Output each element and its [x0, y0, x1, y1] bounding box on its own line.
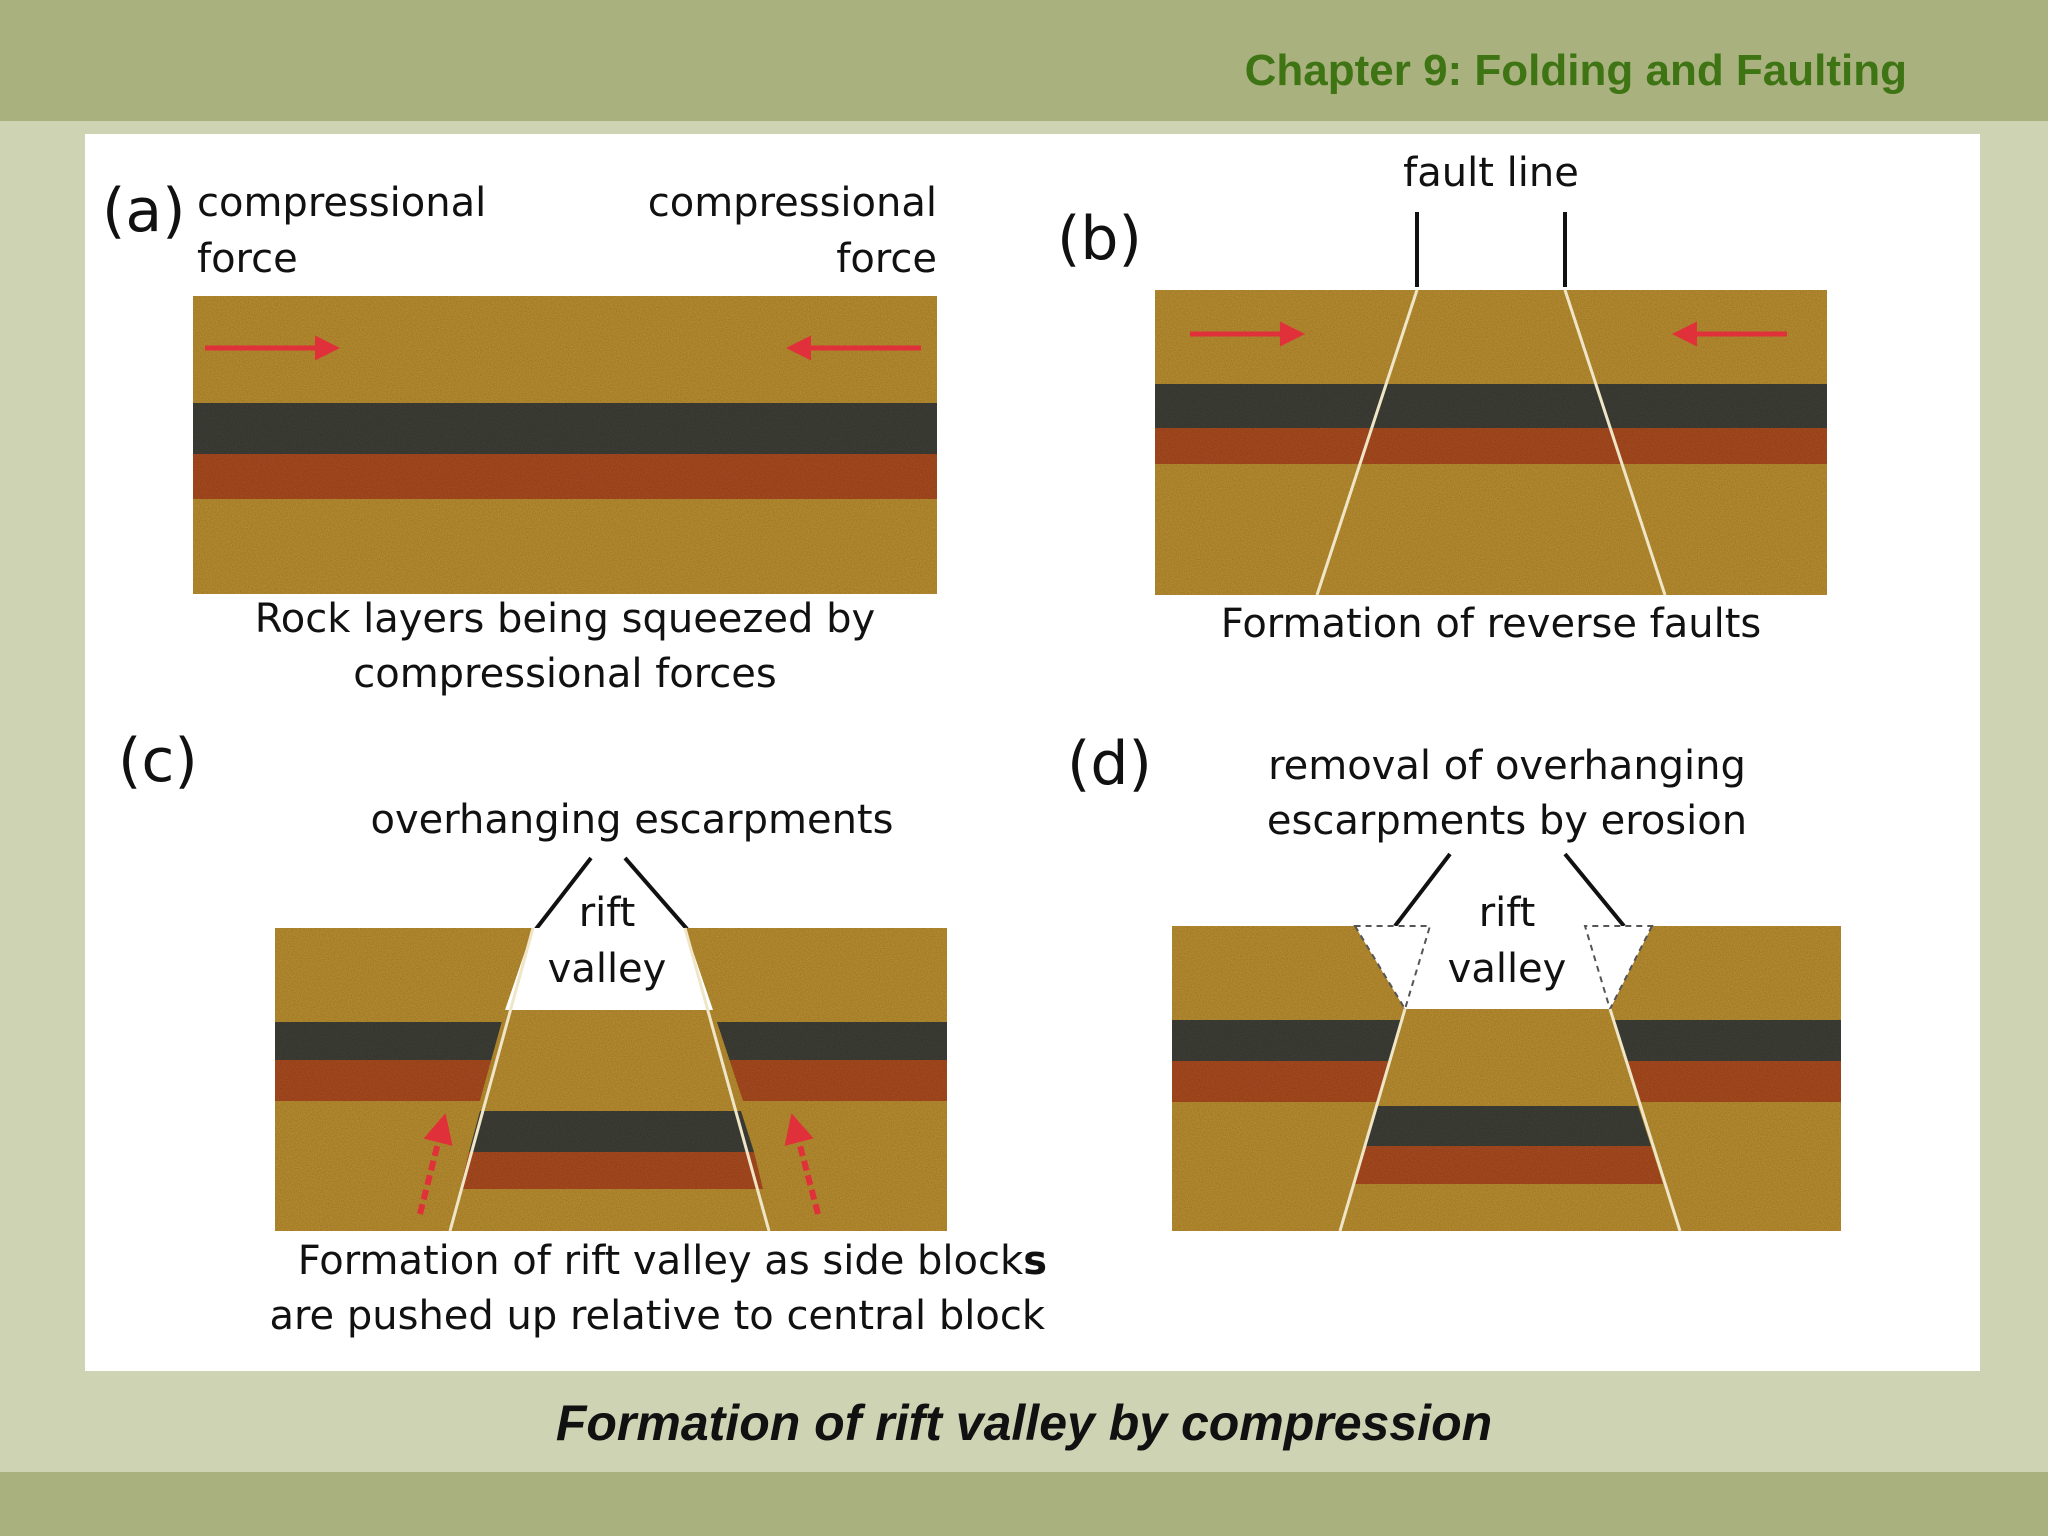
removal-pointer-left	[1393, 852, 1452, 928]
rock-block-a	[193, 296, 937, 594]
right-force-label-line2: force	[836, 236, 937, 282]
fault-line-label: fault line	[1403, 150, 1579, 196]
fault-line-left	[1315, 289, 1419, 596]
eroded-escarpment-left	[1353, 925, 1432, 1012]
panel-d: (d) removal of overhanging escarpments b…	[1067, 729, 1841, 1232]
rift-valley-gap	[505, 928, 713, 1010]
chapter-title: Chapter 9: Folding and Faulting	[1244, 46, 1907, 95]
panel-d-letter: (d)	[1067, 729, 1152, 799]
up-arrow-icon	[784, 1113, 821, 1215]
panel-c: (c) overhanging escarpments rift valley …	[118, 726, 1047, 1339]
eroded-escarpment-right	[1583, 925, 1654, 1012]
rock-blocks-c	[275, 928, 947, 1231]
header-band	[0, 0, 2048, 121]
panel-b: (b) fault line Formation of reverse faul…	[1057, 150, 1827, 647]
rift-valley-label-line1: rift	[1479, 890, 1536, 936]
panel-a: (a) compressional force compressional fo…	[102, 176, 937, 697]
removal-label-line1: removal of overhanging	[1268, 743, 1746, 789]
rock-blocks-d	[1172, 926, 1841, 1231]
rock-block-b	[1155, 290, 1827, 595]
removal-pointer-right	[1563, 852, 1626, 928]
panel-a-caption-line1: Rock layers being squeezed by	[255, 596, 875, 642]
left-force-label-line2: force	[197, 236, 298, 282]
panel-b-caption: Formation of reverse faults	[1221, 601, 1762, 647]
fault-line-left	[448, 927, 535, 1232]
escarpment-pointer-right	[623, 856, 689, 931]
figure-panel: (a) compressional force compressional fo…	[85, 134, 1980, 1371]
escarpment-pointer-left	[534, 856, 593, 931]
fault-line-right	[683, 927, 771, 1232]
rift-valley-label-line1: rift	[579, 890, 636, 936]
panel-c-caption-line2: are pushed up relative to central block	[269, 1293, 1045, 1339]
figure-caption: Formation of rift valley by compression	[555, 1395, 1493, 1451]
rift-valley-figure: (a) compressional force compressional fo…	[102, 150, 1841, 1339]
rift-valley-label-line2: valley	[1448, 946, 1567, 992]
up-arrow-icon	[417, 1113, 453, 1215]
panel-c-letter: (c)	[118, 726, 198, 796]
rift-valley-label-line2: valley	[548, 946, 667, 992]
removal-label-line2: escarpments by erosion	[1267, 798, 1747, 844]
right-force-label-line1: compressional	[648, 180, 937, 226]
panel-b-letter: (b)	[1057, 204, 1142, 274]
left-force-label-line1: compressional	[197, 180, 486, 226]
fault-line-right	[1608, 1008, 1682, 1232]
panel-c-caption-line1: Formation of rift valley as side blocks	[298, 1238, 1047, 1284]
panel-a-caption-line2: compressional forces	[353, 651, 777, 697]
escarpments-label: overhanging escarpments	[371, 797, 894, 843]
panel-a-letter: (a)	[102, 176, 186, 246]
footer-band	[0, 1472, 2048, 1536]
fault-line-right	[1563, 289, 1667, 596]
fault-line-left	[1338, 1008, 1407, 1232]
